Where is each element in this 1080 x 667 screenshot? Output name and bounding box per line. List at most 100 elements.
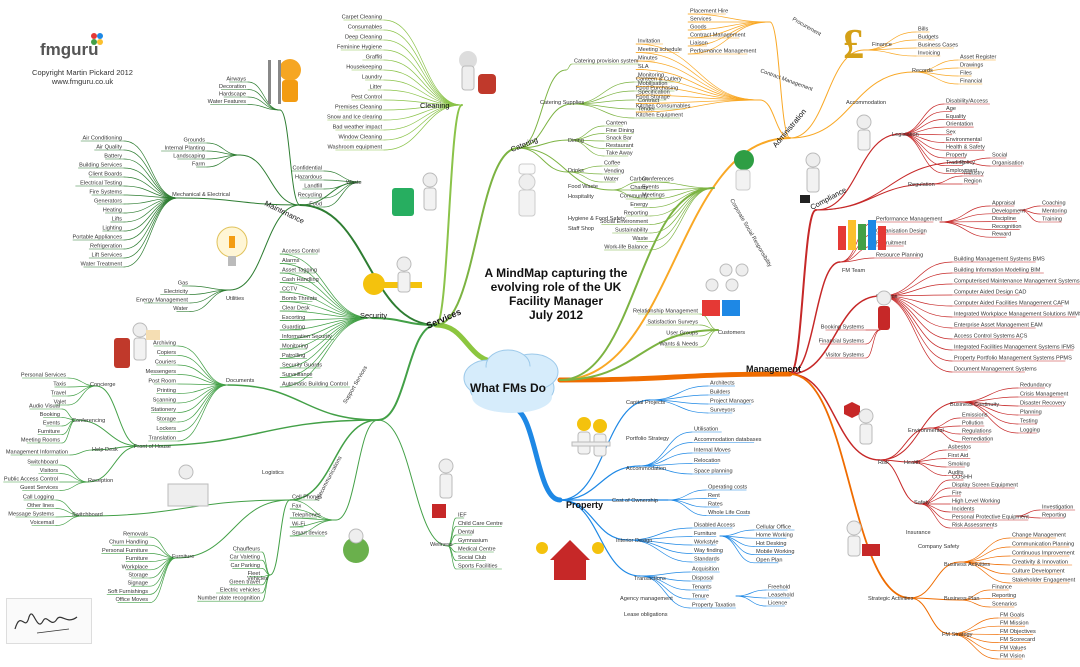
- branch-management: Management: [746, 364, 801, 374]
- records-item: Drawings: [960, 63, 984, 69]
- branch-fm-team: FM Team: [842, 268, 866, 274]
- vehicles-link: [269, 499, 291, 576]
- catering-supplies-item: Food Storage: [636, 95, 670, 101]
- admin-trunk: [559, 137, 791, 381]
- furniture-item: Office Moves: [115, 597, 148, 603]
- grounds-item-link: [247, 81, 281, 111]
- grounds-mid-item: Grounds: [184, 138, 206, 144]
- concierge-item: Taxis: [53, 382, 66, 388]
- transactions-item: Tenure: [692, 594, 709, 600]
- records-label: Records: [912, 68, 933, 74]
- regulation-label: Regulation: [908, 182, 935, 188]
- agency: Agency management: [620, 596, 673, 602]
- switchboard-item: Call Logging: [23, 495, 54, 501]
- env-item-link: [929, 427, 961, 443]
- fmstrat-link: [909, 597, 951, 635]
- furniture-item: Churn Handling: [109, 540, 148, 546]
- mech-item-link: [123, 197, 179, 241]
- vehicles-item: Chauffeurs: [233, 547, 260, 553]
- mech-item: Electrical Testing: [80, 181, 122, 187]
- documents-item-link: [177, 384, 229, 404]
- mech-link: [177, 197, 301, 206]
- mech-item: Building Services: [79, 163, 122, 169]
- apple-icon: [734, 150, 754, 191]
- mech-item: Lighting: [102, 226, 122, 232]
- security-item: Asset Tagging: [282, 268, 317, 274]
- csr-item-link: [649, 187, 715, 251]
- branch-procurement: Procurement: [791, 17, 822, 38]
- safety-item: Personal Protective Equipment: [952, 515, 1029, 521]
- chef-icon: [518, 163, 536, 217]
- lightbulb-icon: [216, 226, 248, 266]
- legislation-item-link: [899, 133, 945, 174]
- cleaning-item-link: [383, 19, 463, 106]
- env-item: Regulations: [962, 429, 992, 435]
- customers-item: Wants & Needs: [659, 342, 698, 348]
- documents-item: Translation: [149, 436, 176, 442]
- furniture-item: Signage: [127, 581, 148, 587]
- cleaning-item-link: [383, 59, 463, 106]
- center-label: What FMs Do: [470, 381, 546, 395]
- env-link: [879, 427, 931, 461]
- interior-item-link: [627, 539, 693, 563]
- records-item: Financial: [960, 79, 982, 85]
- procurement-item: Services: [690, 17, 712, 23]
- security-item: Automatic Building Control: [282, 382, 348, 388]
- switchboard-item: Voicemail: [30, 520, 54, 526]
- security-item-link: [279, 282, 373, 319]
- contract-item-link: [635, 60, 761, 101]
- vehicles-label: Vehicles: [247, 576, 268, 582]
- security-item: Guarding: [282, 325, 305, 331]
- branch-maintenance: Maintenance: [263, 199, 306, 226]
- contract-item: SLA: [638, 64, 649, 70]
- ba-item: Creativity & Innovation: [1012, 560, 1068, 566]
- reception-item: Switchboard: [27, 460, 58, 466]
- functions-item-link: [611, 189, 641, 199]
- records-item: Asset Register: [960, 55, 997, 61]
- services-trunk: [433, 322, 501, 365]
- documents-label: Documents: [226, 378, 254, 384]
- systems-item: Building Information Modelling BIM: [954, 268, 1041, 274]
- furniture-item-link: [149, 536, 177, 559]
- safety-item-link: [919, 503, 951, 529]
- fmstrat-item: FM Mission: [1000, 621, 1029, 627]
- cleaning-trunk: [435, 104, 463, 326]
- reception-desk-icon: [167, 464, 209, 507]
- stop-sign-icon: [844, 402, 874, 445]
- accommodation-item-link: [639, 442, 693, 467]
- first-aid-icon: [432, 458, 454, 518]
- vehicles-item: Number plate recognition: [198, 596, 261, 602]
- wellness-label: Wellness: [430, 542, 453, 548]
- ba-item: Continuous Improvement: [1012, 551, 1075, 557]
- strategic-bp: Business Plan: [944, 596, 979, 602]
- cleaning-item: Bad weather impact: [333, 125, 383, 131]
- branch-security: Security: [360, 311, 387, 320]
- finance-label: Finance: [872, 42, 892, 48]
- dining-item: Take Away: [606, 151, 633, 157]
- title-line-1: A MindMap capturing the: [484, 266, 628, 280]
- finance-link: [789, 49, 865, 139]
- bp-item-link: [959, 599, 991, 608]
- branch-risk: Risk: [878, 460, 889, 466]
- house-icon: [536, 540, 604, 580]
- vehicles-item-link: [261, 574, 271, 602]
- cleaning-item: Graffiti: [366, 55, 382, 61]
- helpdesk-item: Management Information: [6, 450, 68, 456]
- contract-item: Minutes: [638, 56, 658, 62]
- cleaning-item: Window Cleaning: [338, 135, 382, 141]
- risk-trunk: [789, 373, 881, 461]
- accommodation-item: Internal Moves: [694, 448, 731, 454]
- documents-item: Stationery: [151, 407, 176, 413]
- regulation-link: [815, 183, 933, 211]
- ba-item: Culture Development: [1012, 569, 1065, 575]
- policy-link: [815, 161, 963, 211]
- telecoms-item: Telephones: [292, 513, 321, 519]
- csr-item: Energy: [630, 202, 648, 208]
- safety-sub: Reporting: [1042, 513, 1066, 519]
- records-item-link: [913, 71, 959, 85]
- legislation-item: Disability/Access: [946, 99, 988, 105]
- drinks-label: Drinks: [568, 168, 584, 174]
- documents-item: Archiving: [153, 341, 176, 347]
- documents-item-link: [177, 355, 229, 386]
- risk-safety: Safety: [914, 500, 930, 506]
